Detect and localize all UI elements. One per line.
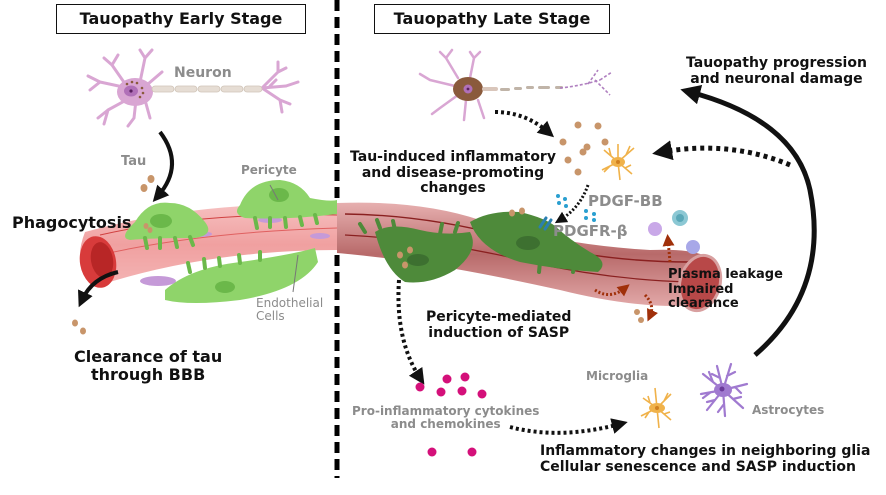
clearance-arrow <box>78 270 119 308</box>
neuron-late-illustration <box>418 48 613 122</box>
progression-label: Tauopathy progression and neuronal damag… <box>686 55 867 87</box>
phagocytosis-label: Phagocytosis <box>12 213 132 232</box>
cytokine-particles <box>415 372 487 457</box>
tau-induced-line1: Tau-induced inflammatory <box>350 149 556 165</box>
early-stage-title: Tauopathy Early Stage <box>56 4 306 34</box>
tau-particles-late <box>559 121 609 176</box>
glia-feedback-dashed-arrow <box>652 140 791 168</box>
pdgfr-b-receptor <box>538 216 553 231</box>
glia-line2: Cellular senescence and SASP induction <box>540 458 856 475</box>
cytokines-label: Pro-inflammatory cytokines and chemokine… <box>352 404 540 432</box>
pdgf-arrow <box>554 184 590 224</box>
tau-induced-line3: changes <box>420 180 486 197</box>
clearance-label: Clearance of tau through BBB <box>74 348 222 384</box>
tau-particles-cleared <box>72 319 86 335</box>
microglia-upper <box>601 144 635 181</box>
pericyte-sasp-line2: induction of SASP <box>428 324 570 341</box>
neuron-early-illustration <box>86 48 300 128</box>
glia-changes-label: Inflammatory changes in neighboring glia… <box>540 443 871 475</box>
microglia-label: Microglia <box>586 369 649 383</box>
plasma-leakage-line: Plasma leakage <box>668 267 783 282</box>
tau-particles-in-pericyte <box>143 223 153 233</box>
progression-line1: Tauopathy progression <box>686 55 867 71</box>
sasp-dashed-arrow <box>396 279 425 385</box>
cytokines-line2: and chemokines <box>390 417 501 432</box>
astrocytes-label: Astrocytes <box>752 403 825 417</box>
neuron-label: Neuron <box>174 65 232 81</box>
clearance-line2: through BBB <box>90 364 206 384</box>
endothelial-cells-label: Endothelial Cells <box>256 296 324 324</box>
endothelial-line2: Cells <box>256 309 285 324</box>
leakage-arrow-1 <box>594 284 630 297</box>
tau-induced-label: Tau-induced inflammatory and disease-pro… <box>350 149 556 197</box>
pericyte-sasp-label: Pericyte-mediated induction of SASP <box>426 309 572 341</box>
progression-arrow <box>680 84 817 357</box>
astrocyte-illustration <box>699 362 749 418</box>
tau-induced-line2: and disease-promoting <box>361 164 545 181</box>
pericyte-processes-early <box>143 213 319 274</box>
progression-line2: and neuronal damage <box>690 70 863 87</box>
endothelial-line1: Endothelial <box>256 296 324 310</box>
cytokine-to-glia-arrow <box>509 418 628 435</box>
tau-particles-early <box>140 175 155 192</box>
tau-to-pericyte-arrow <box>152 130 174 203</box>
leakage-arrow-3 <box>643 293 658 322</box>
glia-line1: Inflammatory changes in neighboring glia <box>540 443 871 459</box>
impaired-line2: clearance <box>668 296 739 312</box>
tau-label: Tau <box>121 154 147 169</box>
microglia-lower <box>640 387 672 429</box>
pericyte-early <box>125 180 337 303</box>
clearance-line1: Clearance of tau <box>74 347 223 366</box>
cytokines-line1: Pro-inflammatory cytokines <box>352 404 540 418</box>
late-stage-title: Tauopathy Late Stage <box>374 4 610 34</box>
neuron-to-tau-dashed-arrow <box>494 110 555 138</box>
pericyte-sasp-line1: Pericyte-mediated <box>426 309 572 325</box>
pdgf-bb-molecules <box>556 194 596 222</box>
tau-particles-on-pericyte-late <box>397 207 525 269</box>
pdgf-bb-label: PDGF-BB <box>588 192 663 210</box>
plasma-leakage-label: Plasma leakage Impaired clearance <box>668 267 783 312</box>
impaired-line1: Impaired <box>668 281 734 297</box>
pdgfr-b-label: PDGFR-β <box>553 222 628 240</box>
pericyte-label: Pericyte <box>241 163 297 177</box>
immune-cells <box>648 210 700 254</box>
